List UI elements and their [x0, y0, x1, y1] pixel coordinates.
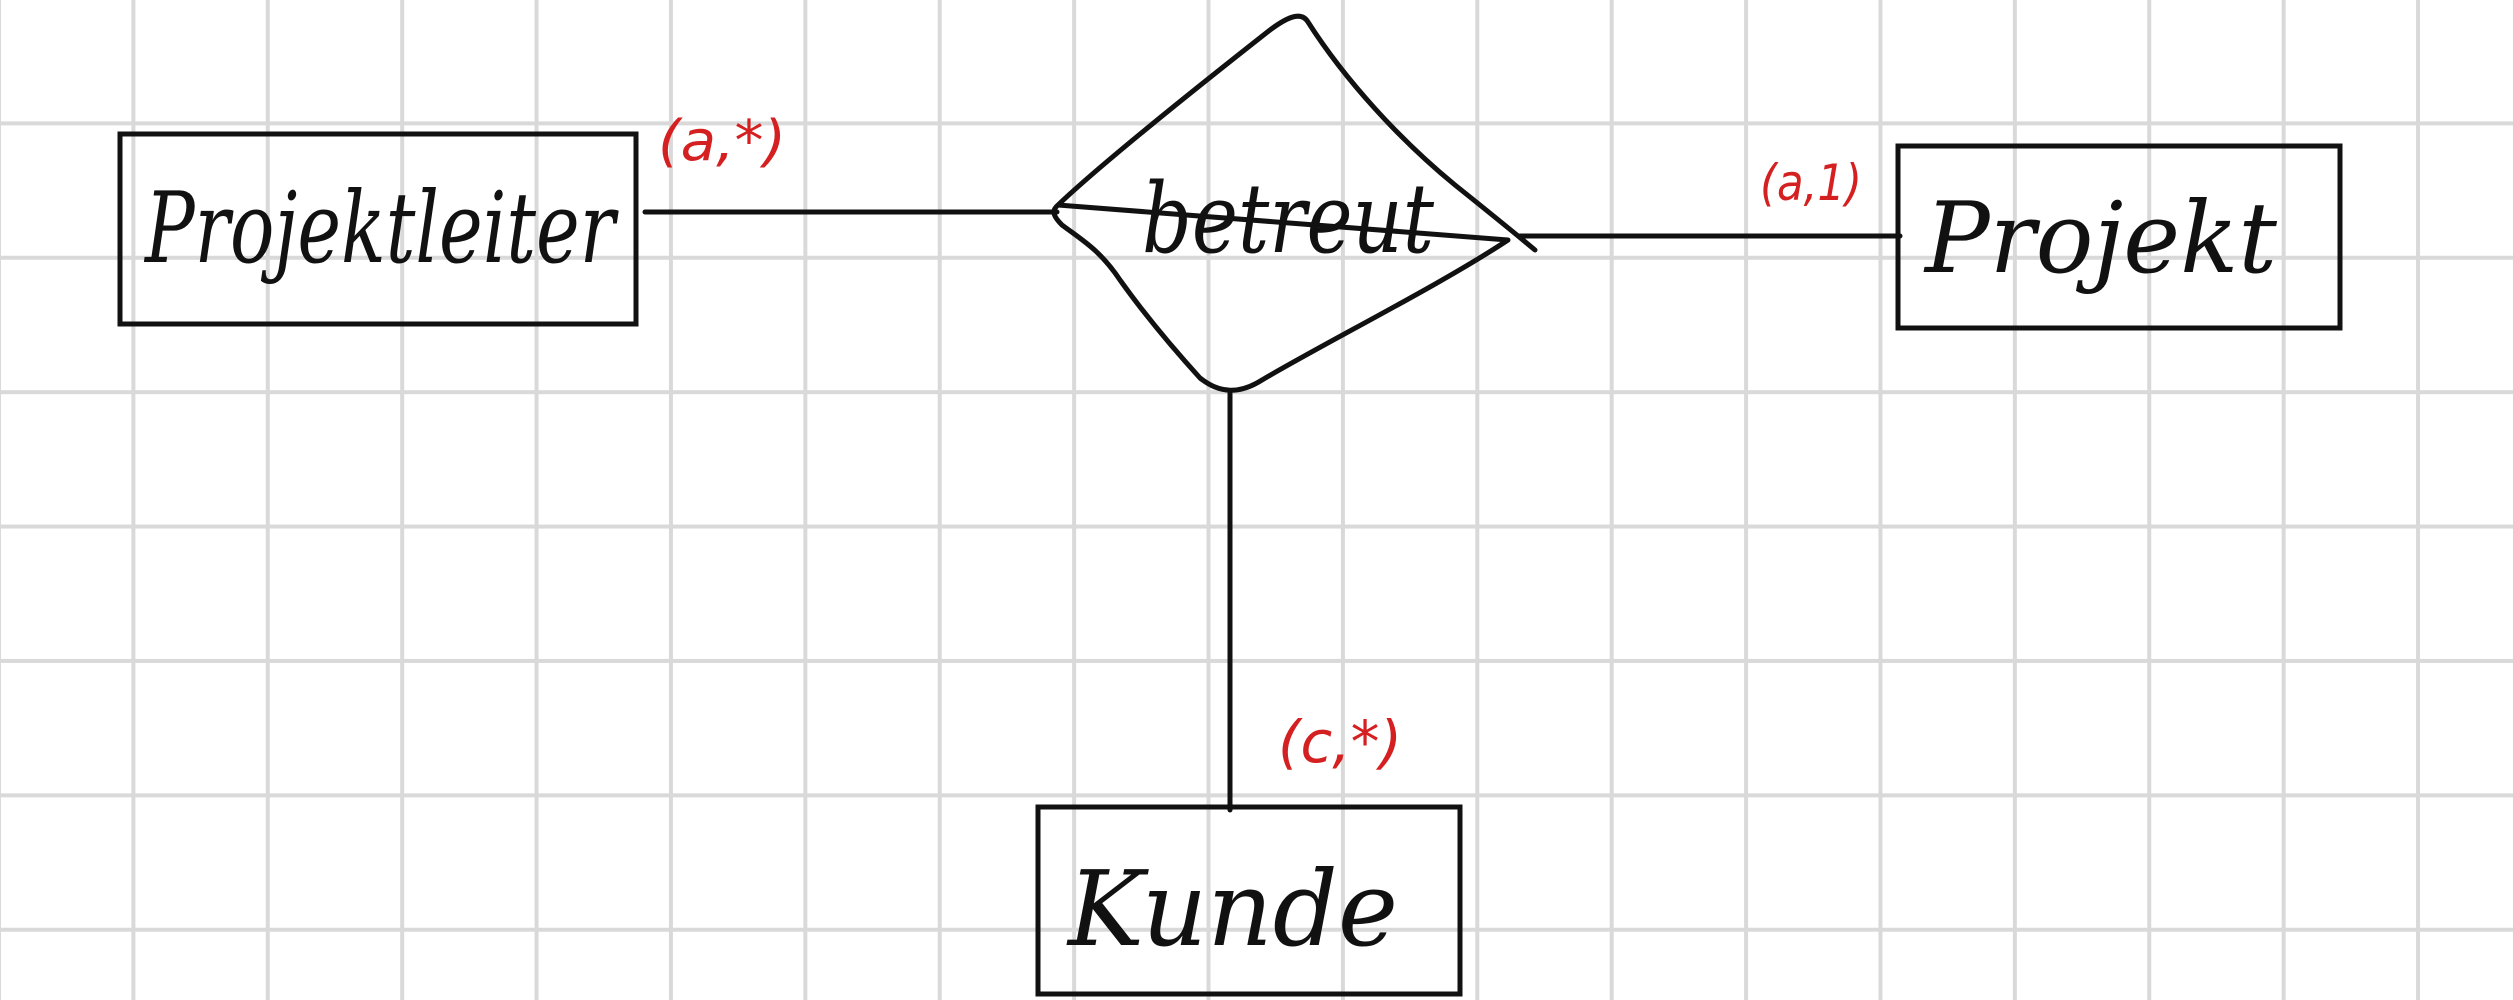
entity-label-projektleiter: Projektleiter	[143, 172, 618, 286]
relationship-diamond-betreut	[1051, 13, 1538, 393]
entity-box-projektleiter	[117, 131, 639, 327]
entity-box-projekt	[1895, 143, 2343, 331]
relationship-label-betreut: betreut	[1142, 163, 1434, 275]
cardinality-kunde: (c,*)	[1278, 708, 1402, 776]
entity-box-kunde	[1035, 804, 1463, 997]
entity-label-kunde: Kunde	[1066, 848, 1398, 970]
cardinality-projekt: (a,1)	[1760, 154, 1862, 212]
entity-label-projekt: Projekt	[1923, 182, 2278, 296]
cardinality-projektleiter: (a,*)	[658, 109, 786, 174]
